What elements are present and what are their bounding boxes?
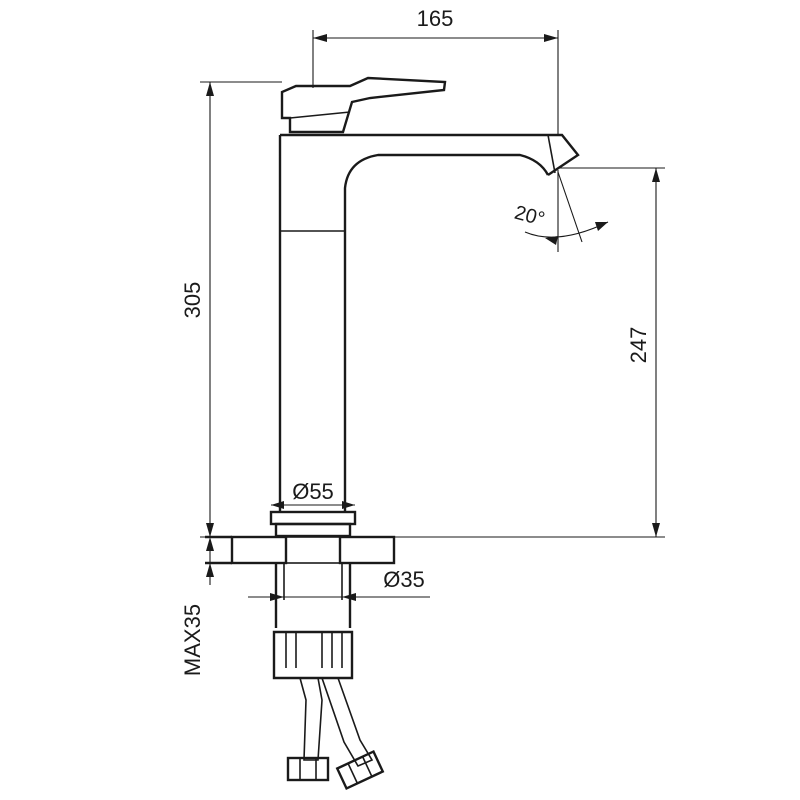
spout-reach-label: 165	[417, 6, 454, 31]
dimension-base-diameter: Ø55	[271, 479, 355, 509]
hose-left	[298, 677, 323, 761]
dimension-swivel-angle: 20°	[512, 170, 609, 252]
base-flange	[269, 510, 357, 526]
mounting-nut	[272, 630, 354, 680]
swivel-angle-label: 20°	[512, 202, 547, 231]
base-diameter-label: Ø55	[292, 479, 334, 504]
handle-lever	[280, 76, 447, 134]
faucet-body	[269, 76, 580, 538]
faucet-spout	[280, 133, 580, 176]
base-collar	[274, 522, 352, 538]
shank-diameter-label: Ø35	[383, 567, 425, 592]
max-thickness-label: MAX35	[180, 604, 205, 676]
dimension-shank-diameter: Ø35	[248, 567, 430, 601]
spout-height-label: 247	[626, 327, 651, 364]
mounting-shank	[272, 563, 354, 680]
hose-fitting-right	[335, 749, 385, 791]
dimension-max-thickness: MAX35	[180, 537, 214, 676]
countertop-section	[205, 535, 396, 565]
supply-hoses	[286, 677, 385, 791]
hose-right	[320, 677, 374, 768]
dimension-spout-height: 247	[394, 167, 665, 538]
faucet-column	[278, 135, 550, 512]
hose-fitting-left	[286, 756, 330, 782]
dimension-total-height: 305	[180, 81, 282, 538]
dimension-spout-reach: 165	[312, 6, 559, 135]
total-height-label: 305	[180, 282, 205, 319]
